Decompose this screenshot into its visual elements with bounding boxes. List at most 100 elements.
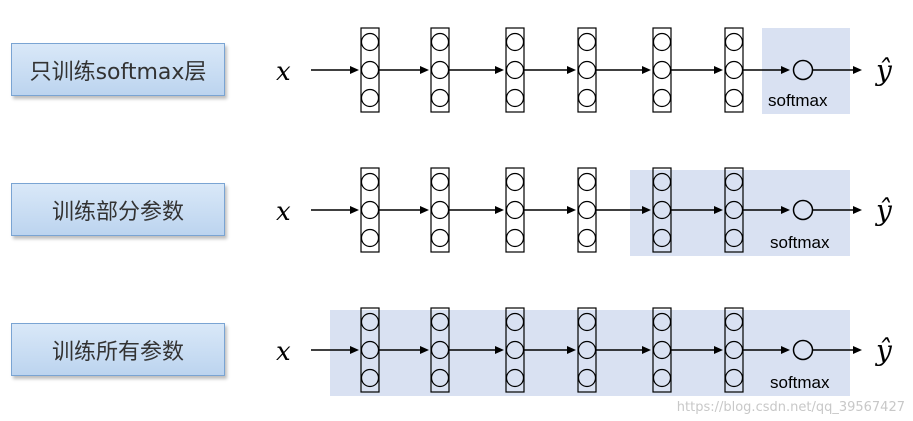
neuron-node (724, 172, 744, 192)
neuron-node (577, 312, 597, 332)
neuron-node (430, 60, 450, 80)
layer-box (577, 167, 597, 253)
row-train-softmax-only: x ŷ softmax 只训练softmax层 (0, 0, 913, 140)
neuron-node (430, 228, 450, 248)
arrow-head (567, 66, 576, 74)
hidden-layer (577, 27, 597, 113)
softmax-label: softmax (768, 91, 828, 110)
neuron-node (724, 200, 744, 220)
neuron-node (505, 88, 525, 108)
neuron-node (652, 200, 672, 220)
neuron-node (430, 32, 450, 52)
neuron-node (577, 32, 597, 52)
neuron-node (724, 340, 744, 360)
arrow-head (495, 206, 504, 214)
arrow-head (781, 346, 790, 354)
neuron-node (505, 368, 525, 388)
neuron-node (360, 228, 380, 248)
arrow-head (853, 206, 862, 214)
softmax-node (792, 199, 814, 221)
neuron-node (505, 312, 525, 332)
label-train-softmax-only: 只训练softmax层 (11, 43, 225, 96)
neuron-node (724, 32, 744, 52)
output-y-hat: ŷ (874, 54, 893, 87)
arrow-head (714, 206, 723, 214)
network-1 (311, 27, 862, 113)
row-train-partial: x ŷ softmax 训练部分参数 (0, 140, 913, 280)
neuron-node (505, 172, 525, 192)
neuron-node (505, 200, 525, 220)
neuron-node (724, 60, 744, 80)
neuron-node (652, 88, 672, 108)
neuron-node (724, 368, 744, 388)
arrow-head (642, 206, 651, 214)
neuron-node (360, 312, 380, 332)
neuron-node (360, 88, 380, 108)
hidden-layer (360, 167, 380, 253)
neuron-node (430, 368, 450, 388)
arrow-head (567, 346, 576, 354)
arrow-head (350, 206, 359, 214)
network-diagram-2: x ŷ softmax (276, 167, 893, 256)
hidden-layer (430, 167, 450, 253)
label-train-partial: 训练部分参数 (11, 183, 225, 236)
network-diagram-3: x ŷ softmax (276, 307, 893, 396)
hidden-layer (724, 27, 744, 113)
layer-box (577, 27, 597, 113)
neuron-node (430, 200, 450, 220)
neuron-node (652, 228, 672, 248)
neuron-node (577, 228, 597, 248)
softmax-node (792, 59, 814, 81)
arrow-head (420, 206, 429, 214)
label-train-all: 训练所有参数 (11, 323, 225, 376)
row-train-all: x ŷ softmax 训练所有参数 (0, 280, 913, 420)
neuron-node (577, 88, 597, 108)
neuron-node (652, 340, 672, 360)
neuron-node (505, 340, 525, 360)
neuron-node (652, 312, 672, 332)
arrow-head (420, 66, 429, 74)
neuron-node (724, 88, 744, 108)
arrow-head (642, 346, 651, 354)
neuron-node (430, 312, 450, 332)
neuron-node (652, 32, 672, 52)
neuron-node (505, 60, 525, 80)
arrow-head (495, 346, 504, 354)
arrow-head (567, 206, 576, 214)
neuron-node (577, 60, 597, 80)
layer-box (505, 167, 525, 253)
neuron-node (360, 32, 380, 52)
neuron-node (360, 60, 380, 80)
neuron-node (577, 340, 597, 360)
arrow-head (714, 66, 723, 74)
arrow-head (495, 66, 504, 74)
arrow-head (350, 346, 359, 354)
neuron-node (652, 60, 672, 80)
trained-region-highlight (330, 310, 850, 396)
neuron-node (360, 340, 380, 360)
layer-box (430, 167, 450, 253)
layer-box (360, 167, 380, 253)
input-x: x (276, 197, 291, 227)
neuron-node (505, 32, 525, 52)
layer-box (724, 27, 744, 113)
neuron-node (652, 172, 672, 192)
softmax-label: softmax (770, 373, 830, 392)
arrow-head (853, 346, 862, 354)
output-y-hat: ŷ (874, 194, 893, 227)
input-x: x (276, 57, 291, 87)
arrow-head (781, 66, 790, 74)
layer-box (430, 27, 450, 113)
network-diagram-1: x ŷ softmax (276, 27, 893, 114)
neuron-node (577, 200, 597, 220)
softmax-node (792, 339, 814, 361)
output-y-hat: ŷ (874, 334, 893, 367)
neuron-node (360, 200, 380, 220)
layer-box (505, 27, 525, 113)
watermark: https://blog.csdn.net/qq_39567427 (676, 400, 905, 415)
layer-box (652, 27, 672, 113)
arrow-head (714, 346, 723, 354)
neuron-node (577, 172, 597, 192)
hidden-layer (430, 27, 450, 113)
neuron-node (505, 228, 525, 248)
